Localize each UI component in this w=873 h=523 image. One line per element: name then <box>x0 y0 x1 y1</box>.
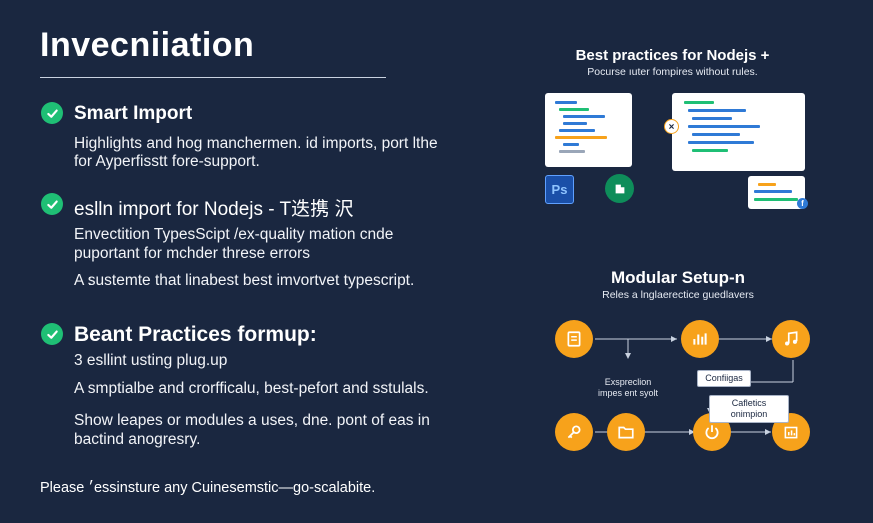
folder-icon <box>607 413 645 451</box>
section-heading-eslint-import: eslln import for Nodejs - T迭携 沢 <box>74 199 354 220</box>
section-extra-line: bactind anogresry. <box>74 431 201 448</box>
diagram-subtitle: Reles a lnglaerectice guedlavers <box>602 289 754 301</box>
section-body-line: puportant for mchder threse errors <box>74 245 311 262</box>
code-card <box>672 93 805 171</box>
footer-note: Please ׳essinsture any Cuinesemstic—go-s… <box>40 480 376 496</box>
section-body-line: for Ayperfisstt fore-support. <box>74 153 260 170</box>
photoshop-icon: Ps <box>545 175 574 204</box>
code-card <box>748 176 805 209</box>
check-icon <box>41 193 63 215</box>
diagram-label-expression: Exspreclion <box>604 377 652 387</box>
illustration-title: Best practices for Nodejs + <box>575 47 770 64</box>
section-body-line: 3 esllint usting plug.up <box>74 352 228 369</box>
code-card <box>545 93 632 167</box>
configs-tag: Confiigas <box>697 370 751 387</box>
check-icon <box>41 323 63 345</box>
shield-icon <box>605 174 634 203</box>
music-icon <box>772 320 810 358</box>
document-icon <box>555 320 593 358</box>
diagram-title: Modular Setup-n <box>610 268 746 287</box>
section-heading-best-practices: Beant Practices formup: <box>74 323 317 346</box>
options-tag: Cafletics onimpion <box>709 395 789 423</box>
section-heading-smart-import: Smart Import <box>74 103 193 124</box>
section-body-line: Envectition TypesScipt /ex-quality matio… <box>74 226 394 243</box>
key-icon <box>555 413 593 451</box>
page-title: Invecniiation <box>40 26 255 64</box>
check-icon <box>41 102 63 124</box>
facebook-icon: f <box>797 198 808 209</box>
diagram-label-implement: impes ent syolt <box>597 388 659 398</box>
section-extra-line: A smptialbe and crorfficalu, best-pefort… <box>74 380 429 397</box>
section-body-line: Highlights and hog manchermen. id import… <box>74 135 438 152</box>
illustration-subtitle: Pocurse ıuter fompires without rules. <box>587 66 758 78</box>
chart-icon <box>681 320 719 358</box>
close-icon[interactable] <box>664 119 679 134</box>
section-extra-line: Show leapes or modules a uses, dne. pont… <box>74 412 430 429</box>
title-divider <box>40 77 386 78</box>
section-extra-line: A ׃sustemte that linabest best imvortvet… <box>74 272 415 289</box>
